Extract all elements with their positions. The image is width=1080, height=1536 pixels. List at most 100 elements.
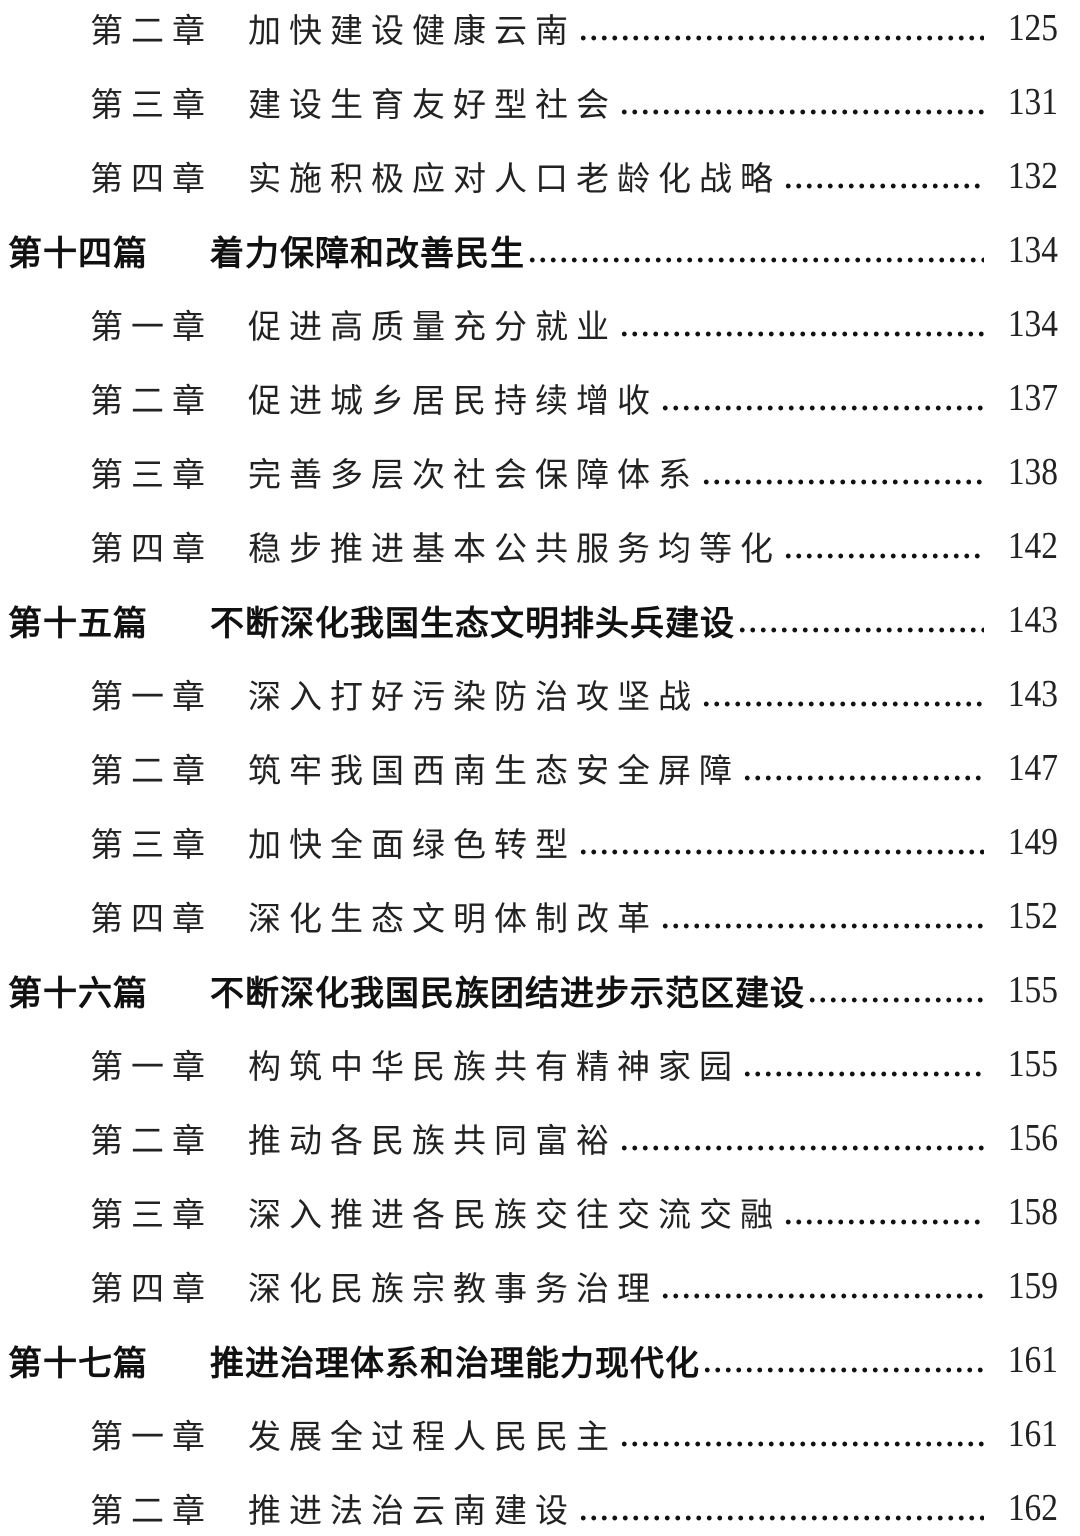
entry-title: 筑牢我国西南生态安全屏障 bbox=[248, 751, 740, 790]
page-number: 149 bbox=[1007, 821, 1058, 863]
entry-number: 第二章 bbox=[90, 1491, 213, 1530]
dot-leader bbox=[701, 444, 984, 500]
dot-leader bbox=[737, 592, 984, 648]
page-number: 137 bbox=[1007, 377, 1058, 419]
entry-number: 第三章 bbox=[90, 85, 213, 124]
page-number: 162 bbox=[1007, 1487, 1058, 1529]
entry-title: 实施积极应对人口老龄化战略 bbox=[248, 159, 781, 198]
dot-leader bbox=[783, 518, 984, 574]
toc-entry[interactable]: 第四章深化民族宗教事务治理 159 bbox=[0, 1258, 1080, 1314]
toc-entry[interactable]: 第二章加快建设健康云南 125 bbox=[0, 0, 1080, 56]
toc-entry[interactable]: 第一章深入打好污染防治攻坚战 143 bbox=[0, 666, 1080, 722]
part-number: 第十六篇 bbox=[8, 973, 148, 1014]
part-title: 不断深化我国民族团结进步示范区建设 bbox=[210, 973, 805, 1014]
toc-entry[interactable]: 第二章推动各民族共同富裕 156 bbox=[0, 1110, 1080, 1166]
dot-leader bbox=[619, 1406, 984, 1462]
entry-number: 第四章 bbox=[90, 1269, 213, 1308]
part-title: 推进治理体系和治理能力现代化 bbox=[210, 1343, 700, 1384]
entry-number: 第二章 bbox=[90, 1121, 213, 1160]
entry-title: 完善多层次社会保障体系 bbox=[248, 455, 699, 494]
toc-part-heading[interactable]: 第十六篇 不断深化我国民族团结进步示范区建设 155 bbox=[0, 962, 1080, 1018]
dot-leader bbox=[702, 1332, 984, 1388]
entry-number: 第一章 bbox=[90, 1047, 213, 1086]
entry-number: 第三章 bbox=[90, 825, 213, 864]
dot-leader bbox=[527, 222, 984, 278]
entry-title: 加快全面绿色转型 bbox=[248, 825, 576, 864]
entry-title: 深化民族宗教事务治理 bbox=[248, 1269, 658, 1308]
toc-entry[interactable]: 第二章筑牢我国西南生态安全屏障 147 bbox=[0, 740, 1080, 796]
entry-title: 稳步推进基本公共服务均等化 bbox=[248, 529, 781, 568]
entry-number: 第二章 bbox=[90, 11, 213, 50]
page-number: 131 bbox=[1007, 81, 1058, 123]
part-number: 第十七篇 bbox=[8, 1343, 148, 1384]
dot-leader bbox=[578, 1480, 984, 1536]
toc-part-heading[interactable]: 第十四篇 着力保障和改善民生 134 bbox=[0, 222, 1080, 278]
page-number: 142 bbox=[1007, 525, 1058, 567]
page-number: 155 bbox=[1007, 1043, 1058, 1085]
entry-title: 建设生育友好型社会 bbox=[248, 85, 617, 124]
entry-title: 深入打好污染防治攻坚战 bbox=[248, 677, 699, 716]
toc-entry[interactable]: 第四章稳步推进基本公共服务均等化 142 bbox=[0, 518, 1080, 574]
page-number: 156 bbox=[1007, 1117, 1058, 1159]
entry-number: 第三章 bbox=[90, 1195, 213, 1234]
entry-title: 构筑中华民族共有精神家园 bbox=[248, 1047, 740, 1086]
entry-number: 第二章 bbox=[90, 751, 213, 790]
entry-title: 促进城乡居民持续增收 bbox=[248, 381, 658, 420]
part-number: 第十五篇 bbox=[8, 603, 148, 644]
toc-entry[interactable]: 第一章构筑中华民族共有精神家园 155 bbox=[0, 1036, 1080, 1092]
dot-leader bbox=[619, 1110, 984, 1166]
toc-entry[interactable]: 第二章促进城乡居民持续增收 137 bbox=[0, 370, 1080, 426]
toc-entry[interactable]: 第四章实施积极应对人口老龄化战略 132 bbox=[0, 148, 1080, 204]
part-number: 第十四篇 bbox=[8, 233, 148, 274]
part-title: 着力保障和改善民生 bbox=[210, 233, 525, 274]
dot-leader bbox=[807, 962, 984, 1018]
page-number: 155 bbox=[1007, 969, 1058, 1011]
dot-leader bbox=[660, 370, 984, 426]
page-number: 132 bbox=[1007, 155, 1058, 197]
dot-leader bbox=[660, 1258, 984, 1314]
toc-part-heading[interactable]: 第十七篇 推进治理体系和治理能力现代化 161 bbox=[0, 1332, 1080, 1388]
entry-title: 推进法治云南建设 bbox=[248, 1491, 576, 1530]
entry-title: 推动各民族共同富裕 bbox=[248, 1121, 617, 1160]
page-number: 161 bbox=[1007, 1339, 1058, 1381]
toc-entry[interactable]: 第一章发展全过程人民民主 161 bbox=[0, 1406, 1080, 1462]
dot-leader bbox=[742, 1036, 984, 1092]
page-number: 158 bbox=[1007, 1191, 1058, 1233]
dot-leader bbox=[619, 296, 984, 352]
page-number: 147 bbox=[1007, 747, 1058, 789]
dot-leader bbox=[783, 1184, 984, 1240]
entry-title: 深入推进各民族交往交流交融 bbox=[248, 1195, 781, 1234]
dot-leader bbox=[701, 666, 984, 722]
toc-entry[interactable]: 第三章加快全面绿色转型 149 bbox=[0, 814, 1080, 870]
entry-number: 第一章 bbox=[90, 307, 213, 346]
toc-entry[interactable]: 第三章深入推进各民族交往交流交融 158 bbox=[0, 1184, 1080, 1240]
page-number: 143 bbox=[1007, 673, 1058, 715]
entry-title: 促进高质量充分就业 bbox=[248, 307, 617, 346]
page-number: 143 bbox=[1007, 599, 1058, 641]
dot-leader bbox=[783, 148, 984, 204]
entry-title: 深化生态文明体制改革 bbox=[248, 899, 658, 938]
entry-number: 第四章 bbox=[90, 159, 213, 198]
entry-number: 第四章 bbox=[90, 529, 213, 568]
toc-entry[interactable]: 第一章促进高质量充分就业 134 bbox=[0, 296, 1080, 352]
toc-part-heading[interactable]: 第十五篇 不断深化我国生态文明排头兵建设 143 bbox=[0, 592, 1080, 648]
dot-leader bbox=[619, 74, 984, 130]
entry-title: 发展全过程人民民主 bbox=[248, 1417, 617, 1456]
toc-entry[interactable]: 第二章推进法治云南建设 162 bbox=[0, 1480, 1080, 1536]
entry-number: 第四章 bbox=[90, 899, 213, 938]
page-number: 125 bbox=[1007, 7, 1058, 49]
toc-entry[interactable]: 第四章深化生态文明体制改革 152 bbox=[0, 888, 1080, 944]
entry-title: 加快建设健康云南 bbox=[248, 11, 576, 50]
page-number: 134 bbox=[1007, 229, 1058, 271]
dot-leader bbox=[578, 0, 984, 56]
page-number: 138 bbox=[1007, 451, 1058, 493]
page-number: 152 bbox=[1007, 895, 1058, 937]
part-title: 不断深化我国生态文明排头兵建设 bbox=[210, 603, 735, 644]
toc-entry[interactable]: 第三章完善多层次社会保障体系 138 bbox=[0, 444, 1080, 500]
dot-leader bbox=[660, 888, 984, 944]
page-number: 134 bbox=[1007, 303, 1058, 345]
entry-number: 第三章 bbox=[90, 455, 213, 494]
toc-entry[interactable]: 第三章建设生育友好型社会 131 bbox=[0, 74, 1080, 130]
page-number: 159 bbox=[1007, 1265, 1058, 1307]
page-number: 161 bbox=[1007, 1413, 1058, 1455]
